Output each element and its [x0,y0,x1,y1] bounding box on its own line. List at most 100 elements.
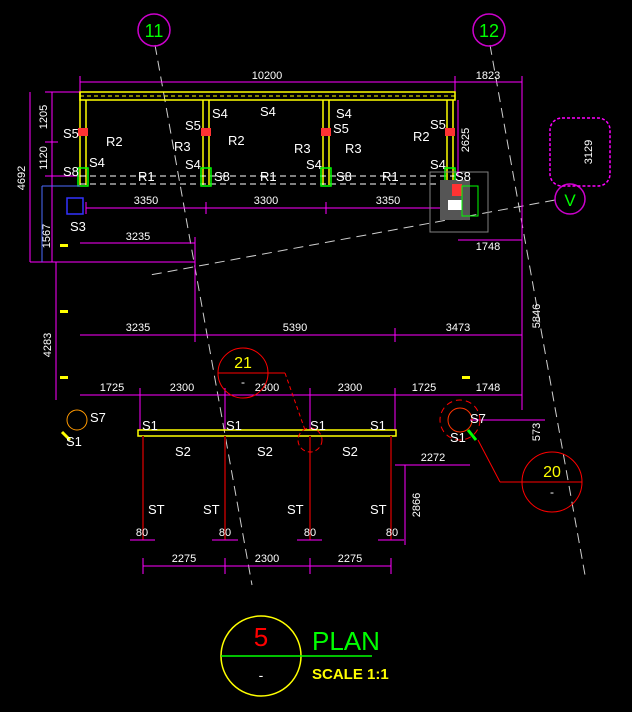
svg-text:3350: 3350 [134,195,158,207]
svg-text:5390: 5390 [283,322,307,334]
svg-text:1725: 1725 [412,382,436,394]
svg-text:S4: S4 [260,104,276,119]
svg-text:S5: S5 [63,126,79,141]
svg-text:S8: S8 [336,169,352,184]
grid-bubble-11[interactable]: 11 [137,13,171,47]
s7-right [439,399,481,441]
svg-text:80: 80 [304,527,316,539]
svg-text:2275: 2275 [338,553,362,565]
svg-text:S1: S1 [450,430,466,445]
svg-text:R1: R1 [382,169,399,184]
svg-text:3473: 3473 [446,322,470,334]
grid-line-V [149,199,556,276]
title-plan: PLAN [312,626,380,656]
svg-text:-: - [550,485,554,499]
lower-frame: 2272 2866 573 [137,419,545,545]
svg-text:R2: R2 [413,129,430,144]
svg-text:80: 80 [386,527,398,539]
svg-text:R1: R1 [260,169,277,184]
s3-element [41,185,84,262]
grid-line-12 [489,44,586,576]
svg-text:S7: S7 [470,411,486,426]
svg-text:1823: 1823 [476,70,500,82]
svg-text:S4: S4 [336,106,352,121]
svg-text:3300: 3300 [254,195,278,207]
svg-text:1748: 1748 [476,382,500,394]
svg-text:12: 12 [479,21,499,41]
svg-text:3129: 3129 [583,140,595,164]
revision-cloud: 3129 [549,117,611,187]
svg-text:S4: S4 [89,155,105,170]
svg-text:2866: 2866 [411,493,423,517]
svg-text:S1: S1 [370,418,386,433]
grid-line-11 [154,44,253,586]
svg-text:80: 80 [219,527,231,539]
title-scale: SCALE 1:1 [312,666,389,683]
dim-middle: 3235 5390 3473 5846 [80,304,543,342]
svg-text:R3: R3 [294,141,311,156]
svg-text:R3: R3 [174,139,191,154]
svg-text:5846: 5846 [531,304,543,328]
svg-text:21: 21 [234,355,252,372]
svg-text:V: V [564,191,576,210]
title-sub: - [259,667,264,683]
right-connection-detail: 1748 2625 [429,82,523,410]
dim-spans: 3350 3300 3350 3235 [80,195,449,340]
grid-bubble-12[interactable]: 12 [472,13,506,47]
svg-text:S8: S8 [455,169,471,184]
svg-text:S5: S5 [333,121,349,136]
svg-text:S1: S1 [66,434,82,449]
svg-text:10200: 10200 [252,70,283,82]
svg-text:2300: 2300 [255,553,279,565]
svg-text:S1: S1 [310,418,326,433]
svg-text:S4: S4 [212,106,228,121]
svg-text:2300: 2300 [338,382,362,394]
svg-text:R1: R1 [138,169,155,184]
left-marks [60,244,470,379]
svg-text:S3: S3 [70,219,86,234]
svg-text:S2: S2 [342,444,358,459]
svg-text:3235: 3235 [126,322,150,334]
svg-text:ST: ST [203,502,220,517]
svg-text:2275: 2275 [172,553,196,565]
grid-bubble-V[interactable]: V [554,183,586,215]
svg-text:573: 573 [531,423,543,441]
svg-text:S2: S2 [175,444,191,459]
svg-text:S4: S4 [430,157,446,172]
svg-text:1567: 1567 [41,224,53,248]
svg-text:ST: ST [287,502,304,517]
svg-text:S2: S2 [257,444,273,459]
svg-text:S8: S8 [63,164,79,179]
svg-text:ST: ST [370,502,387,517]
svg-text:ST: ST [148,502,165,517]
s7-left [60,409,88,442]
svg-text:S4: S4 [306,157,322,172]
svg-text:R2: R2 [228,133,245,148]
svg-text:1748: 1748 [476,241,500,253]
dim-bottom: 80 80 80 80 2275 2300 2275 [130,527,404,574]
dim-left: 1205 1120 4692 1567 4283 [16,91,195,400]
svg-text:80: 80 [136,527,148,539]
svg-text:3350: 3350 [376,195,400,207]
detail-marker-20[interactable]: 20 - [477,439,583,513]
title-block: 5 - PLAN SCALE 1:1 [220,615,389,697]
svg-text:11: 11 [145,21,164,41]
svg-text:20: 20 [543,464,561,481]
svg-text:4283: 4283 [42,333,54,357]
svg-text:S4: S4 [185,157,201,172]
svg-text:S1: S1 [226,418,242,433]
svg-text:1725: 1725 [100,382,124,394]
svg-text:1205: 1205 [38,105,50,129]
svg-text:S1: S1 [142,418,158,433]
title-number: 5 [254,622,268,652]
svg-text:4692: 4692 [16,166,28,190]
svg-text:S5: S5 [185,118,201,133]
dim-lower: 1725 2300 2300 2300 1725 1748 [80,382,522,430]
svg-text:2272: 2272 [421,452,445,464]
svg-text:S5: S5 [430,117,446,132]
svg-text:R2: R2 [106,134,123,149]
detail-marker-21[interactable]: 21 - [217,347,323,453]
svg-text:R3: R3 [345,141,362,156]
svg-text:S8: S8 [214,169,230,184]
